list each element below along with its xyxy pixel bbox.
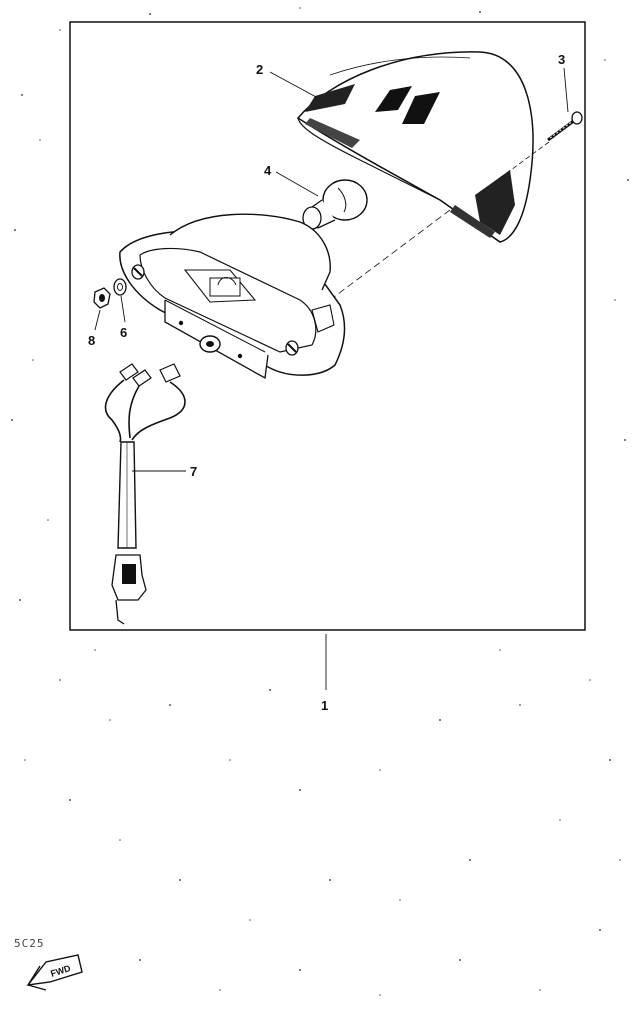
diagram-code: 5C25 (14, 937, 45, 950)
callout-lens: 2 (256, 62, 263, 77)
lamp-housing (119, 213, 346, 380)
lens-cover (296, 51, 534, 243)
callout-bulb: 4 (264, 163, 272, 178)
washer (113, 278, 127, 296)
nut (93, 287, 111, 309)
assembly-frame (69, 21, 586, 631)
scan-noise (11, 7, 629, 996)
forward-arrow-icon: FWD (26, 954, 83, 991)
callout-wire-harness: 7 (190, 464, 197, 479)
wire-harness (104, 363, 186, 625)
screw (499, 111, 583, 179)
leader-lines (94, 67, 569, 690)
callout-nut: 8 (88, 333, 95, 348)
bulb (302, 179, 368, 230)
callout-washer: 6 (120, 325, 127, 340)
callout-screw: 3 (558, 52, 565, 67)
alignment-line (329, 209, 451, 301)
callout-assembly: 1 (321, 698, 328, 713)
